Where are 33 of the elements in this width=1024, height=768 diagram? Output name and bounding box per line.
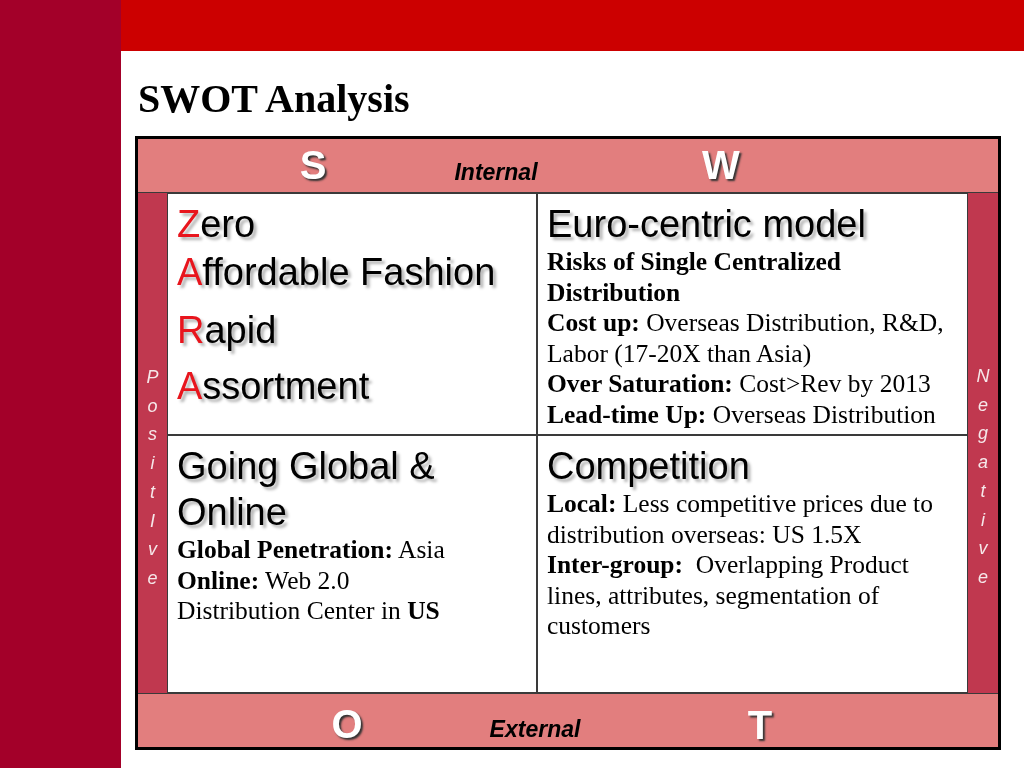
quadrant-letter: W: [702, 145, 740, 185]
quadrant-panel: [167, 435, 537, 693]
side-band: [138, 193, 167, 693]
quadrant-panel: [167, 193, 537, 435]
body-text: Lead-time Up: Overseas Distribution: [547, 399, 936, 430]
axis-label: External: [489, 718, 581, 741]
body-text: Over Saturation: Cost>Rev by 2013: [547, 369, 931, 400]
footer-band: [138, 693, 998, 747]
header-band: [138, 139, 998, 193]
quadrant-panel: [537, 193, 968, 435]
vertical-label: PositIve: [145, 366, 165, 590]
acrostic-line: Rapid: [177, 308, 277, 353]
quadrant-letter: S: [299, 145, 327, 185]
body-text: Global Penetration: Asia: [177, 535, 445, 566]
slide-title: SWOT Analysis: [138, 75, 410, 123]
body-text: Online: Web 2.0: [177, 565, 350, 596]
body-text: Cost up: Overseas Distribution, R&D, Labor (17-20X than Asia): [547, 308, 945, 369]
body-text: Risks of Single Centralized Distribution: [547, 247, 842, 308]
quadrant-letter: O: [331, 704, 363, 744]
acrostic-line: Zero: [177, 202, 256, 247]
quadrant-heading: Going Global & Online: [177, 444, 436, 535]
axis-label: Internal: [454, 161, 538, 184]
side-band: [968, 193, 998, 693]
body-text: Local: Less competitive prices due to distribution overseas: US 1.5X: [547, 489, 934, 550]
body-text: Distribution Center in US: [177, 596, 440, 627]
quadrant-letter: T: [747, 705, 773, 745]
quadrant-heading: Competition: [547, 444, 750, 489]
acrostic-line: Assortment: [177, 364, 370, 409]
quadrant-panel: [537, 435, 968, 693]
vertical-label: Negative: [976, 365, 996, 589]
acrostic-line: Affordable Fashion: [177, 250, 496, 295]
body-text: Inter-group: Overlapping Product lines, attributes, segmentation of customers: [547, 550, 910, 642]
quadrant-heading: Euro-centric model: [547, 202, 866, 247]
